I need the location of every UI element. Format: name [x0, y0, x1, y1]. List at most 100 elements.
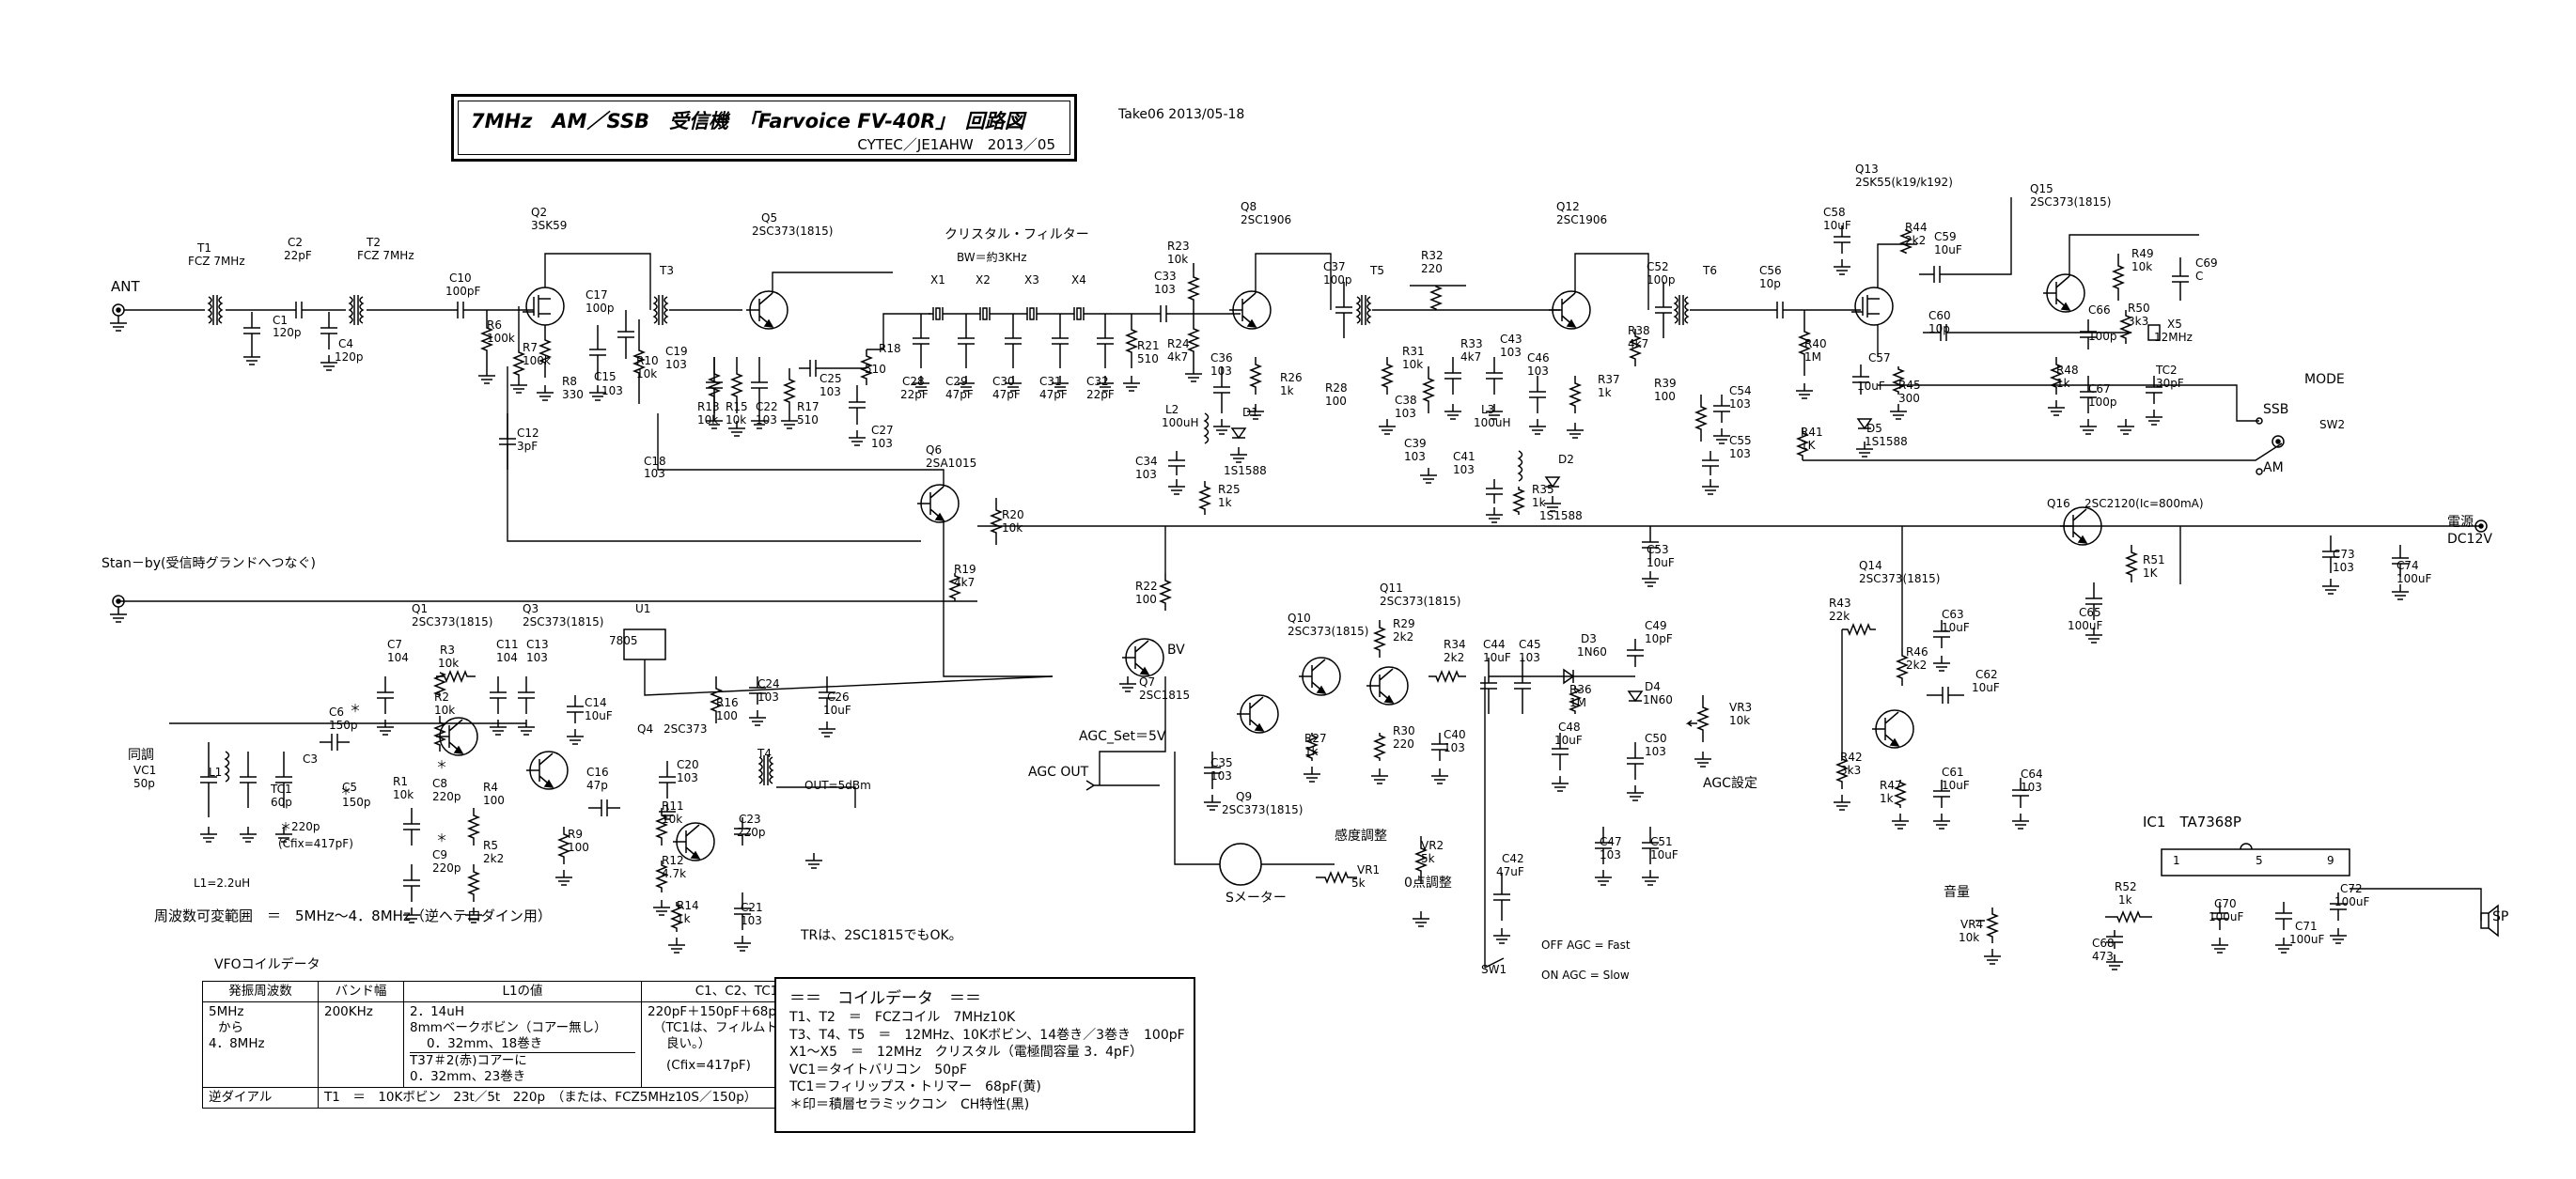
component-label: ON AGC = Slow: [1541, 969, 1630, 982]
inductor-symbol: [1203, 412, 1210, 444]
component-label: Q15: [2030, 182, 2053, 195]
ground-symbol: [1204, 795, 1221, 811]
capacitor-symbol: [1431, 733, 1448, 761]
component-label: 0点調整: [1404, 876, 1452, 891]
ground-symbol: [1529, 419, 1546, 435]
transistor-arrow: [2060, 302, 2071, 311]
component-label: 220p: [432, 861, 461, 875]
ground-symbol: [1379, 419, 1396, 435]
component-label: BW＝約3KHz: [957, 250, 1027, 264]
component-label: 10uF: [1972, 681, 2000, 694]
component-label: 104: [496, 651, 518, 664]
component-label: Sメーター: [1226, 891, 1287, 906]
component-label: 103: [526, 651, 548, 664]
vfo-c-line: 220pF＋150pF＋68pTC: [648, 1004, 792, 1019]
capacitor-symbol: [518, 676, 535, 714]
resistor-symbol: [1893, 780, 1908, 808]
transistor-symbol: [1549, 292, 1576, 328]
component-label: D1: [1242, 406, 1258, 419]
vfo-l1-line: 0．32mm、18巻き: [410, 1036, 635, 1053]
component-label: C55: [1729, 434, 1752, 447]
component-label: Q5: [761, 211, 777, 225]
capacitor-symbol: [1713, 395, 1730, 423]
capacitor-symbol: [1923, 324, 1964, 341]
vfo-coil-table: 発振周波数 バンド幅 L1の値 C1、C2、TC1 5MHz から 4．8MHz…: [202, 981, 833, 1109]
component-label: 10uF: [1857, 380, 1885, 393]
resistor-symbol: [1197, 481, 1212, 515]
diode-symbol: [1856, 418, 1873, 430]
transformer-coil: [664, 296, 669, 324]
coil-data-header: ＝＝ コイルデータ ＝＝: [789, 989, 981, 1008]
component-label: 100: [1654, 390, 1676, 403]
component-label: C9: [432, 848, 447, 861]
resistor-symbol: [2049, 357, 2064, 395]
component-label: 510: [865, 363, 886, 376]
component-label: 22pF: [284, 249, 312, 262]
component-label: 10k: [636, 367, 657, 380]
component-label: 3k3: [1840, 764, 1861, 777]
resistor-symbol: [538, 325, 553, 378]
capacitor-symbol: [1514, 658, 1531, 714]
crystal-symbol: [976, 307, 994, 320]
component-label: 10uF: [1647, 556, 1675, 569]
component-label: C7: [387, 638, 402, 651]
transistor-symbol: [2043, 275, 2070, 311]
component-label: 10k: [726, 413, 746, 427]
capacitor-symbol: [403, 864, 420, 902]
component-label: VR4: [1960, 918, 1983, 931]
component-label: 103: [757, 690, 779, 704]
component-label: 2SC373(1815): [1222, 803, 1303, 816]
transformer-core: [1678, 295, 1684, 325]
ground-symbol: [749, 710, 766, 726]
component-label: Q3: [523, 602, 539, 615]
resistor-symbol: [1568, 376, 1583, 413]
capacitor-symbol: [200, 742, 217, 817]
wire: [657, 413, 945, 487]
wire: [1574, 253, 1649, 310]
component-label: R45: [1898, 379, 1921, 392]
component-label: 100p: [585, 302, 615, 315]
component-label: R49: [2131, 247, 2154, 260]
capacitor-symbol: [1595, 827, 1612, 864]
component-label: 120p: [273, 326, 302, 339]
component-label: 103: [1210, 365, 1232, 378]
component-label: R27: [1304, 732, 1327, 745]
agc-out-arrow: [1085, 780, 1160, 791]
terminal-symbol: [116, 307, 121, 313]
transistor-symbol: [1299, 659, 1326, 694]
vfo-l1-line: 8mmベークボビン（コアー無し）: [410, 1020, 607, 1035]
component-label: AGC設定: [1703, 776, 1757, 791]
component-label: 10uF: [823, 704, 851, 717]
component-label: 2SC1815: [1139, 689, 1190, 702]
component-label: 100k: [523, 354, 551, 367]
component-label: 100p: [2088, 330, 2117, 343]
component-label: DC12V: [2447, 532, 2492, 547]
component-label: 103: [1500, 346, 1522, 359]
component-label: C14: [585, 696, 607, 709]
ground-symbol: [1230, 447, 1247, 463]
resistor-symbol: [1421, 366, 1436, 413]
capacitor-symbol: [1486, 357, 1503, 395]
resistor-symbol: [1186, 263, 1201, 314]
component-label: 1K: [2143, 566, 2159, 580]
component-label: C57: [1868, 351, 1891, 365]
ground-symbol: [1168, 479, 1185, 495]
component-label: VR2: [1421, 839, 1444, 852]
component-label: 5: [2256, 854, 2263, 867]
ground-symbol: [781, 413, 798, 429]
resistor-symbol: [707, 357, 722, 413]
schematic-title: 7MHz AM／SSB 受信機 「Farvoice FV-40R」 回路図: [471, 110, 1024, 132]
component-label: 22pF: [1086, 388, 1115, 401]
component-label: 103: [1395, 407, 1416, 420]
component-label: R36: [1569, 683, 1592, 696]
transformer-core: [658, 295, 664, 325]
vfo-freq-line: 5MHz: [209, 1004, 244, 1019]
component-label: ANT: [111, 278, 140, 295]
component-label: R33: [1460, 337, 1483, 350]
component-label: MODE: [2304, 372, 2345, 387]
component-label: 103: [756, 413, 777, 427]
resistor-symbol: [632, 319, 647, 404]
component-label: SP: [2492, 909, 2508, 924]
capacitor-symbol: [2322, 535, 2339, 573]
transistor-arrow: [543, 779, 554, 788]
